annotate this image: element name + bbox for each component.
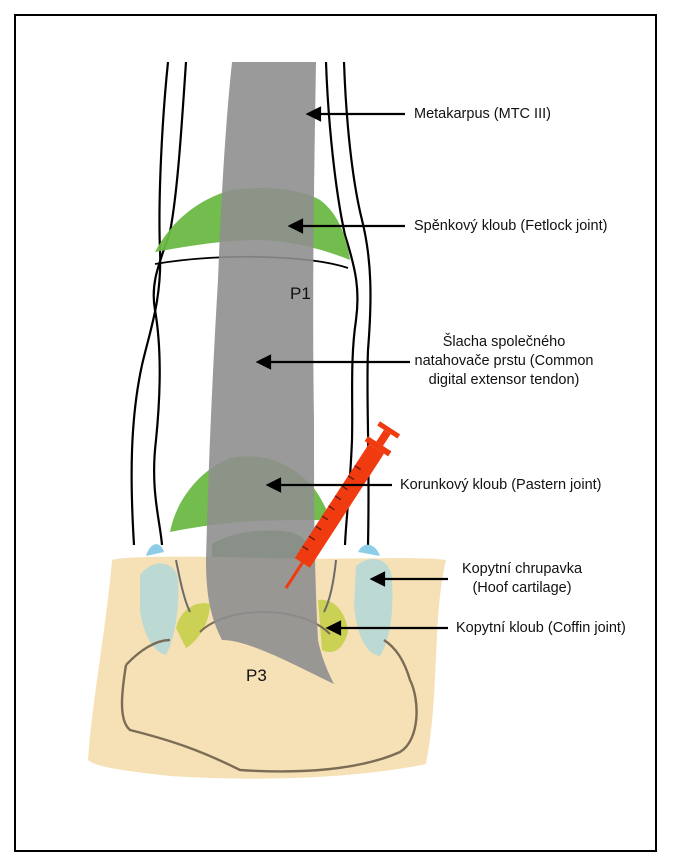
label-hoof-cartilage-line1: Kopytní chrupavka [462,560,582,579]
cartilage-tip-left [146,544,164,556]
label-metakarpus: Metakarpus (MTC III) [414,105,551,124]
limb-outline-left-inner [154,62,186,545]
bone-label-p3: P3 [246,666,267,686]
extensor-tendon [206,62,334,684]
label-coffin-joint: Kopytní kloub (Coffin joint) [456,619,626,638]
bone-label-p1: P1 [290,284,311,304]
label-tendon-line3: digital extensor tendon) [429,371,580,390]
limb-outline-left-outer [132,62,168,545]
label-pastern-joint: Korunkový kloub (Pastern joint) [400,476,602,495]
cartilage-tip-right [358,545,380,556]
label-fetlock-joint: Spěnkový kloub (Fetlock joint) [414,217,607,236]
label-tendon-line2: natahovače prstu (Common [415,352,594,371]
label-tendon-line1: Šlacha společného [443,333,566,352]
label-hoof-cartilage-line2: (Hoof cartilage) [472,579,571,598]
